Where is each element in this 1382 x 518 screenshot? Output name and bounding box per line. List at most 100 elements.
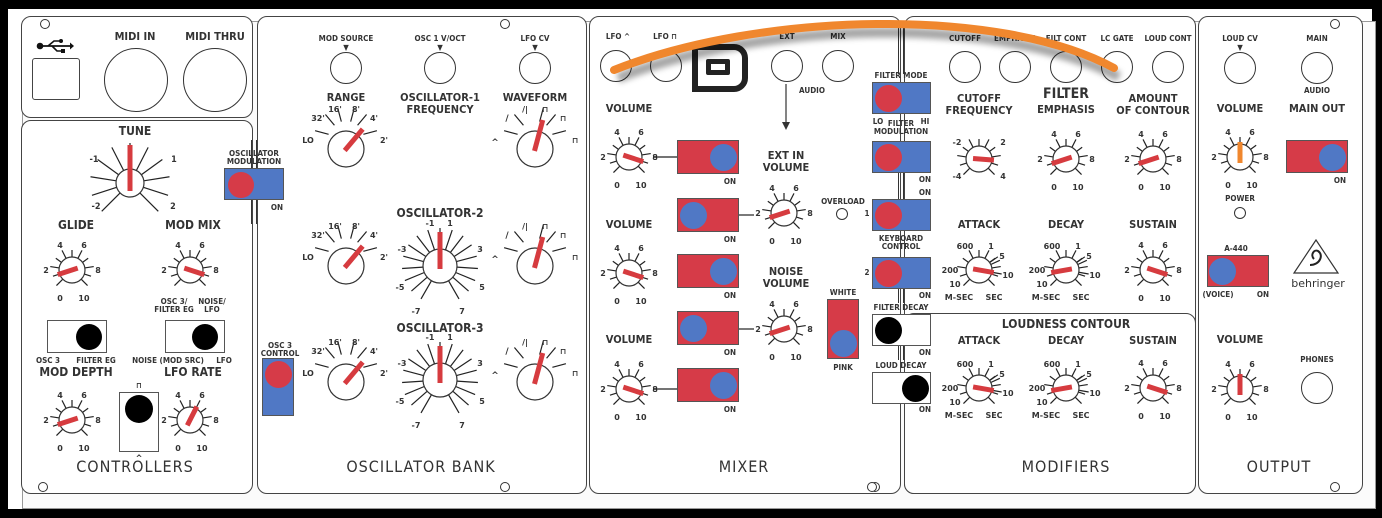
phones-jack[interactable] <box>1301 372 1333 404</box>
tick-mark <box>168 265 178 269</box>
midi-in-port[interactable] <box>104 48 168 112</box>
tick-mark <box>612 144 619 150</box>
tick-mark <box>513 114 524 126</box>
tick-label: 32' <box>311 114 325 123</box>
tick-mark <box>174 428 182 436</box>
emphasis-knob[interactable] <box>1044 139 1088 175</box>
overload-label: OVERLOAD <box>821 197 865 206</box>
loud-decay-switch[interactable] <box>872 372 931 404</box>
tick-mark <box>1078 265 1088 269</box>
tick-label: 2 <box>1124 266 1130 275</box>
osc3-control-switch[interactable] <box>262 358 294 416</box>
tick-mark <box>314 130 329 135</box>
ext-in-switch[interactable] <box>677 198 739 232</box>
noise-volume-knob[interactable] <box>762 309 806 345</box>
tune-knob[interactable] <box>90 143 170 212</box>
lfo-waveform-switch[interactable] <box>119 392 159 452</box>
osc3-volume-knob[interactable] <box>607 369 651 405</box>
loud-sustain-knob[interactable] <box>1131 368 1175 404</box>
screw <box>500 482 510 492</box>
ext-in-volume-knob[interactable] <box>762 193 806 229</box>
lfo-rate-knob[interactable] <box>168 400 212 436</box>
osc1-range-knob[interactable] <box>314 107 378 168</box>
keyboard-control-2-switch[interactable] <box>872 257 931 289</box>
osc1-voct-jack[interactable] <box>424 52 456 84</box>
loud-cont-jack[interactable] <box>1152 51 1184 83</box>
tick-label: 8 <box>1263 385 1269 394</box>
volume-3-label: VOLUME <box>605 333 653 346</box>
filter-sustain-knob[interactable] <box>1131 250 1175 286</box>
tick-mark <box>767 200 774 206</box>
noise-switch[interactable] <box>677 311 739 345</box>
range-label: RANGE <box>326 91 366 104</box>
mod-depth-knob[interactable] <box>50 400 94 436</box>
main-volume-knob[interactable] <box>1218 137 1262 173</box>
osc2-range-knob[interactable] <box>314 224 378 285</box>
osc2-waveform-knob[interactable] <box>503 224 567 285</box>
tick-mark <box>84 423 92 427</box>
mod-mix-knob[interactable] <box>168 250 212 286</box>
amount-of-contour-knob[interactable] <box>1131 139 1175 175</box>
main-audio-jack[interactable] <box>1301 52 1333 84</box>
filter-mode-switch[interactable] <box>872 82 931 114</box>
on-label: ON <box>918 175 932 184</box>
filter-decay-switch[interactable] <box>872 314 931 346</box>
filter-modulation-switch[interactable] <box>872 141 931 173</box>
tick-label: 2 <box>161 416 167 425</box>
main-out-switch[interactable] <box>1286 140 1348 173</box>
tick-mark <box>174 278 182 286</box>
osc2-volume-knob[interactable] <box>607 253 651 289</box>
osc3-waveform-knob[interactable] <box>503 340 567 401</box>
keyboard-control-1-switch[interactable] <box>872 199 931 231</box>
pink-label: PINK <box>833 363 853 372</box>
filter-decay-knob[interactable] <box>1044 250 1089 286</box>
filter-attack-knob[interactable] <box>957 250 1002 286</box>
usb-port[interactable] <box>32 58 80 100</box>
osc1-mix-switch[interactable] <box>677 140 739 174</box>
tick-mark <box>539 224 544 239</box>
on-label: ON <box>723 348 737 357</box>
on-label: ON <box>723 405 737 414</box>
tick-mark <box>1165 265 1175 269</box>
tick-mark <box>968 368 974 377</box>
lfo-cv-jack[interactable] <box>519 52 551 84</box>
glide-knob[interactable] <box>50 250 94 286</box>
tick-label: 8' <box>352 105 360 114</box>
noise-color-switch[interactable] <box>827 299 859 359</box>
tick-mark <box>84 415 94 419</box>
osc1-waveform-knob[interactable] <box>503 107 567 168</box>
tick-mark <box>1161 396 1169 404</box>
osc3-filter-eg-switch[interactable] <box>47 320 107 353</box>
osc-modulation-switch[interactable] <box>224 168 284 200</box>
midi-thru-port[interactable] <box>183 48 247 112</box>
tick-mark <box>363 130 378 135</box>
loud-decay-knob[interactable] <box>1044 368 1089 404</box>
osc2-mix-switch[interactable] <box>677 254 739 288</box>
osc1-volume-knob[interactable] <box>607 137 651 173</box>
tick-mark <box>452 276 469 292</box>
osc3-frequency-knob[interactable] <box>402 342 478 414</box>
osc2-frequency-knob[interactable] <box>402 228 478 300</box>
tick-label: / <box>505 231 509 241</box>
tick-mark <box>363 247 378 252</box>
tick-mark <box>1131 154 1141 158</box>
tick-mark <box>762 208 772 212</box>
noise-lfo-switch[interactable] <box>165 320 225 353</box>
a440-switch[interactable] <box>1207 255 1269 287</box>
tick-label: 1 <box>1075 242 1081 251</box>
loud-cv-jack[interactable] <box>1224 52 1256 84</box>
behringer-logo-icon: behringer <box>1291 238 1345 289</box>
osc3-mix-switch[interactable] <box>677 368 739 402</box>
cutoff-frequency-knob[interactable] <box>957 139 1001 175</box>
osc3-range-knob[interactable] <box>314 340 378 401</box>
mod-source-jack[interactable] <box>330 52 362 84</box>
tick-mark <box>363 363 378 368</box>
tick-mark <box>202 423 210 427</box>
arrow-down-icon <box>782 84 790 130</box>
tick-mark <box>55 257 62 263</box>
noise-label: NOISE (MOD SRC) <box>132 356 204 365</box>
tick-mark <box>768 337 776 345</box>
filter-attack-label: ATTACK <box>957 218 1001 231</box>
phones-volume-knob[interactable] <box>1218 369 1262 405</box>
loud-attack-knob[interactable] <box>957 368 1002 404</box>
